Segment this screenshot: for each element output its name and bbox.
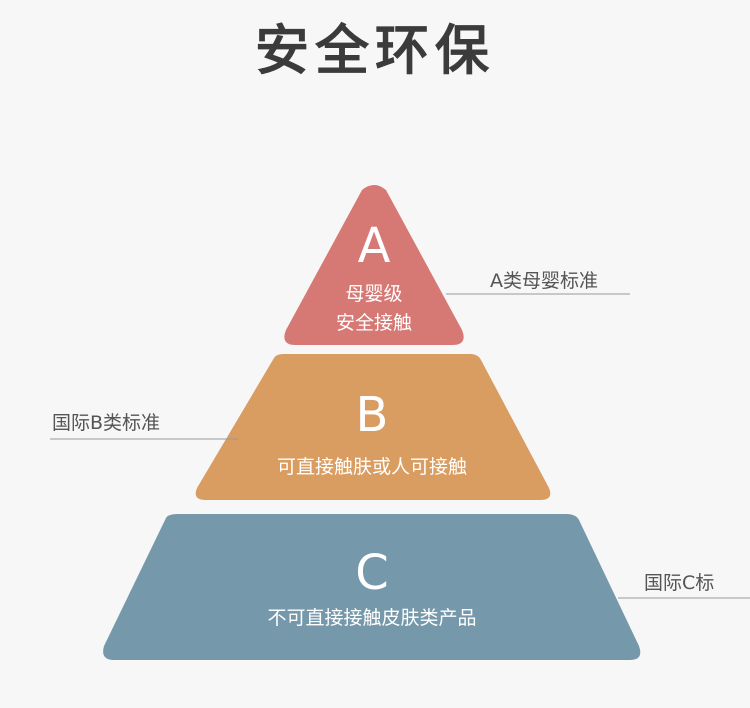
level-b-shape [195,354,551,500]
level-a-shape [284,185,464,345]
side-label-b-text: 国际B类标准 [52,412,160,434]
side-label-c-text: 国际C标 [644,572,714,594]
side-label-a-text: A类母婴标准 [490,270,598,292]
page-title: 安全环保 [255,19,495,82]
side-label-a: A类母婴标准 [446,270,630,295]
level-a-line-1: 母婴级 [345,283,402,305]
pyramid-level-c: C 不可直接接触皮肤类产品 [103,514,641,660]
level-b-letter: B [356,387,389,443]
side-label-b: 国际B类标准 [50,412,238,440]
side-label-c: 国际C标 [618,572,750,599]
pyramid-level-a: A 母婴级 安全接触 [284,185,464,345]
level-c-shape [103,514,641,660]
pyramid-level-b: B 可直接触肤或人可接触 [195,354,551,500]
level-b-line-1: 可直接触肤或人可接触 [277,456,467,478]
level-c-letter: C [355,545,389,601]
level-a-letter: A [358,218,391,274]
level-c-line-1: 不可直接接触皮肤类产品 [267,607,476,629]
level-a-line-2: 安全接触 [336,312,412,334]
